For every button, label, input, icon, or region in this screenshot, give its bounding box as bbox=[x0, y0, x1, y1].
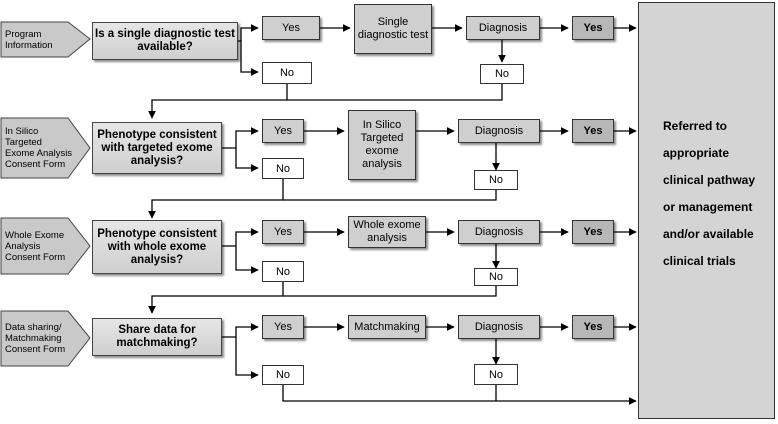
question-share-data: Share data for matchmaking? bbox=[92, 318, 222, 356]
no-box-whole-exome: No bbox=[262, 261, 304, 282]
input-label-data-sharing-consent: Data sharing/ Matchmaking Consent Form bbox=[5, 322, 66, 355]
question-single-diagnostic-test: Is a single diagnostic test available? bbox=[92, 22, 238, 60]
input-label-in-silico-consent: In Silico Targeted Exome Analysis Consen… bbox=[5, 126, 73, 170]
no-box-targeted-exome: No bbox=[262, 158, 304, 179]
yes-box-targeted-exome: Yes bbox=[262, 119, 304, 143]
yes-box-matchmaking: Yes bbox=[262, 315, 304, 339]
diagnosis-box-whole-exome: Diagnosis bbox=[458, 220, 540, 244]
input-shapes bbox=[0, 21, 91, 367]
no-box-matchmaking: No bbox=[262, 365, 304, 385]
diagnosis-yes-whole-exome: Yes bbox=[572, 220, 614, 244]
input-shape-program-information bbox=[0, 21, 91, 58]
outcome-referral-box: Referred to appropriate clinical pathway… bbox=[638, 2, 775, 419]
diagnosis-box-matchmaking: Diagnosis bbox=[458, 315, 540, 339]
input-label-program-information: Program Information bbox=[5, 28, 53, 51]
connectors bbox=[148, 24, 637, 405]
diagnosis-yes-matchmaking: Yes bbox=[572, 315, 614, 339]
yes-box-single-test: Yes bbox=[262, 16, 320, 40]
process-targeted-exome-analysis: In Silico Targeted exome analysis bbox=[348, 110, 416, 180]
input-shape-in-silico-consent bbox=[0, 117, 91, 179]
diagnosis-box-targeted-exome: Diagnosis bbox=[458, 119, 540, 143]
diagnosis-no-targeted-exome: No bbox=[474, 170, 518, 190]
no-box-single-test: No bbox=[262, 62, 312, 84]
diagnosis-no-whole-exome: No bbox=[474, 268, 518, 286]
process-single-diagnostic-test: Single diagnostic test bbox=[354, 4, 432, 54]
question-targeted-exome: Phenotype consistent with targeted exome… bbox=[92, 122, 222, 174]
diagnosis-no-matchmaking: No bbox=[474, 364, 518, 385]
process-whole-exome-analysis: Whole exome analysis bbox=[348, 216, 426, 248]
input-shape-whole-exome-consent bbox=[0, 217, 91, 275]
input-shape-data-sharing-consent bbox=[0, 310, 91, 367]
diagnosis-yes-targeted-exome: Yes bbox=[572, 119, 614, 143]
diagnosis-yes-single-test: Yes bbox=[572, 16, 614, 40]
diagnosis-no-single-test: No bbox=[480, 64, 524, 84]
input-label-whole-exome-consent: Whole Exome Analysis Consent Form bbox=[5, 229, 66, 263]
process-matchmaking: Matchmaking bbox=[348, 315, 426, 339]
yes-box-whole-exome: Yes bbox=[262, 220, 304, 244]
diagnosis-box-single-test: Diagnosis bbox=[466, 16, 540, 40]
question-whole-exome: Phenotype consistent with whole exome an… bbox=[92, 220, 222, 274]
